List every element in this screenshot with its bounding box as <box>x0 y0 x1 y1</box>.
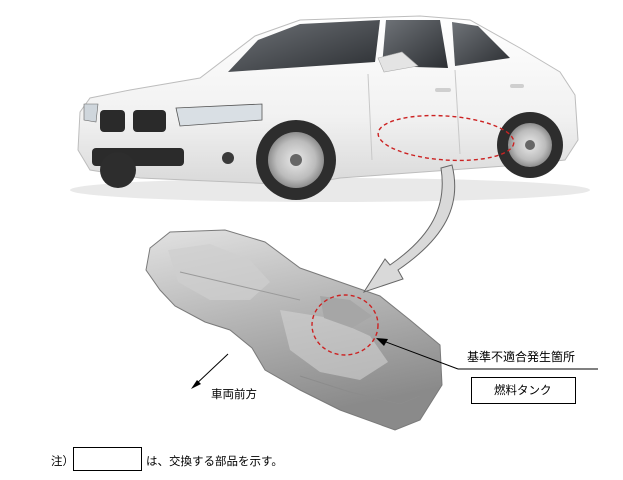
defect-location-label: 基準不適合発生箇所 <box>467 350 576 364</box>
part-name-label: 燃料タンク <box>494 383 552 397</box>
car-highlight-ellipse <box>377 114 515 162</box>
front-direction-arrow-icon <box>192 353 229 388</box>
vehicle-front-label: 車両前方 <box>211 387 257 401</box>
note-prefix: 注） <box>51 454 74 468</box>
legend-box-sample <box>73 447 142 471</box>
part-name-box <box>471 377 576 404</box>
note-text: は、交換する部品を示す。 <box>146 454 283 468</box>
curved-arrow-icon <box>362 164 456 293</box>
tank-highlight-ellipse <box>311 294 379 356</box>
